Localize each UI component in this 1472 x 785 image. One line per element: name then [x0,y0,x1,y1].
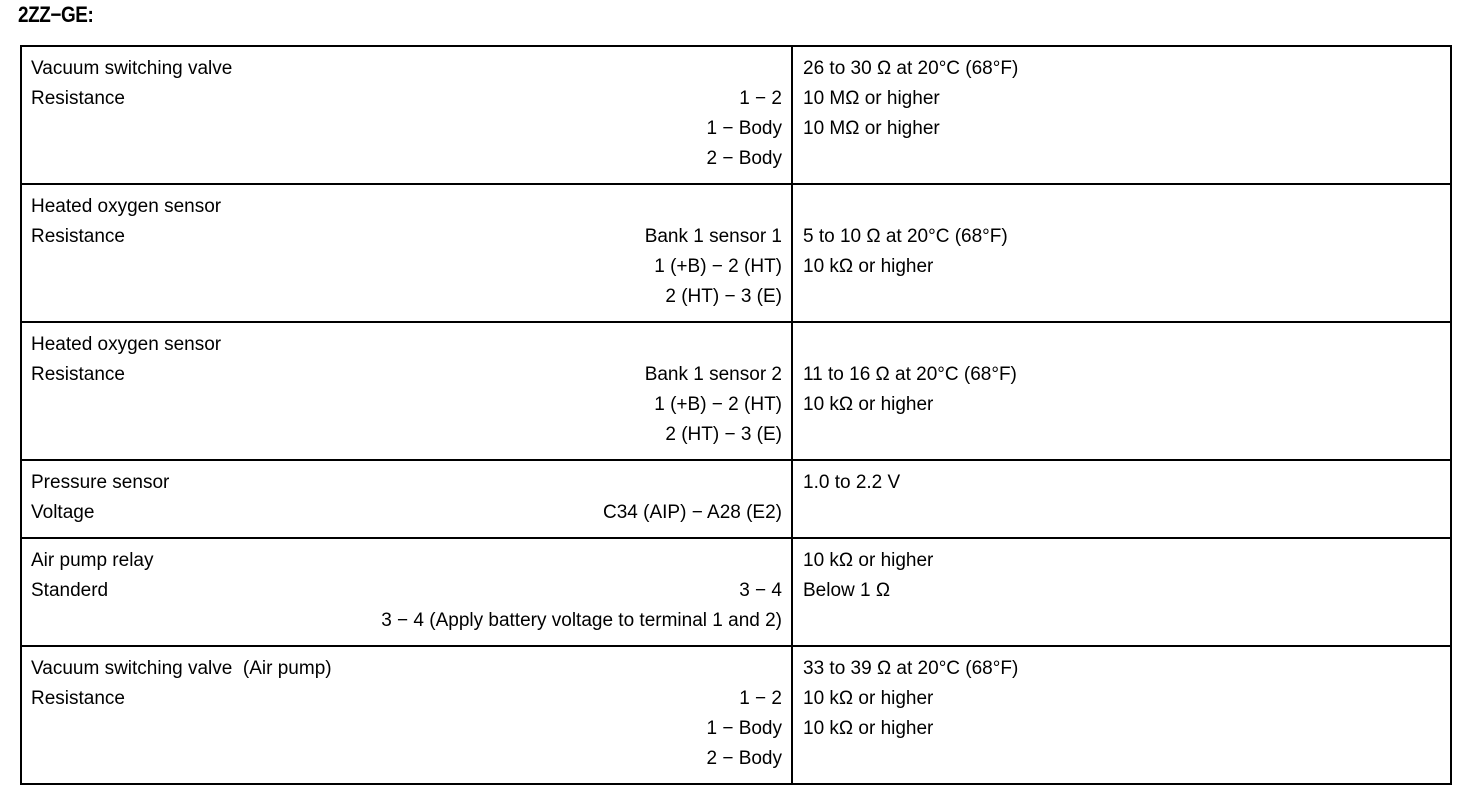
measure-terminal-row: Resistance 1 − 2 1 − Body 2 − Body [31,84,782,174]
terminal-list: Bank 1 sensor 1 1 (+B) − 2 (HT) 2 (HT) − 3… [645,222,782,312]
measure-terminal-row: Resistance Bank 1 sensor 2 1 (+B) − 2 (HT)… [31,360,782,450]
spec-value-content: 1.0 to 2.2 V [793,461,1450,507]
measurement-type-label: Resistance [31,688,125,709]
spec-item-heading: Air pump relay [31,550,154,571]
spec-value: 10 kΩ or higher [803,394,934,415]
spec-value-cell: 1.0 to 2.2 V [791,459,1452,539]
value-spacer [803,192,1441,222]
spec-value: 11 to 16 Ω at 20°C (68°F) [803,364,1017,385]
terminal-list: Bank 1 sensor 2 1 (+B) − 2 (HT) 2 (HT) − 3… [645,360,782,450]
terminal-designation: 1 − 2 [739,688,782,709]
terminal-designation: 3 − 4 (Apply battery voltage to terminal… [381,610,782,631]
spec-value: 10 MΩ or higher [803,118,940,139]
spec-value: 10 kΩ or higher [803,256,934,277]
spec-value: 10 kΩ or higher [803,688,934,709]
terminal-list: 1 − 2 1 − Body 2 − Body [706,684,782,774]
spec-value-stack: 5 to 10 Ω at 20°C (68°F) 10 kΩ or higher [803,192,1441,282]
terminal-list: C34 (AIP) − A28 (E2) [603,498,782,528]
terminal-designation: 3 − 4 [739,580,782,601]
spec-value: 10 MΩ or higher [803,88,940,109]
terminal-designation: Bank 1 sensor 1 [644,226,782,247]
engine-title: 2ZZ−GE: [18,2,94,27]
spec-item-cell: Vacuum switching valve (Air pump) Resista… [20,645,793,785]
spec-item-heading: Vacuum switching valve [31,58,233,79]
spec-value: 33 to 39 Ω at 20°C (68°F) [803,658,1019,679]
terminal-list: 3 − 4 3 − 4 (Apply battery voltage to ter… [381,576,782,636]
spec-value-content: 33 to 39 Ω at 20°C (68°F) 10 kΩ or higher… [793,647,1450,753]
terminal-designation: 2 − Body [706,748,782,769]
table-row: Vacuum switching valve (Air pump) Resista… [20,645,1452,785]
measurement-type-label: Standerd [31,580,109,601]
spec-value-content: 26 to 30 Ω at 20°C (68°F) 10 MΩ or higher… [793,47,1450,153]
terminal-designation: 1 (+B) − 2 (HT) [654,394,782,415]
terminal-designation: 2 (HT) − 3 (E) [665,424,782,445]
spec-item-content: Vacuum switching valve (Air pump) Resista… [22,647,791,783]
spec-value-cell: 11 to 16 Ω at 20°C (68°F) 10 kΩ or higher [791,321,1452,461]
terminal-designation: 2 (HT) − 3 (E) [665,286,782,307]
spec-value: 5 to 10 Ω at 20°C (68°F) [803,226,1008,247]
terminal-designation: C34 (AIP) − A28 (E2) [603,502,782,523]
terminal-designation: 2 − Body [706,148,782,169]
terminal-list: 1 − 2 1 − Body 2 − Body [706,84,782,174]
spec-value: 10 kΩ or higher [803,718,934,739]
spec-item-heading: Vacuum switching valve (Air pump) [31,658,332,679]
measurement-type-label: Resistance [31,364,125,385]
measurement-type-label: Voltage [31,502,95,523]
measure-terminal-row: Standerd 3 − 4 3 − 4 (Apply battery voltag… [31,576,782,636]
measure-terminal-row: Resistance Bank 1 sensor 1 1 (+B) − 2 (HT)… [31,222,782,312]
measure-terminal-row: Resistance 1 − 2 1 − Body 2 − Body [31,684,782,774]
spec-value-cell: 5 to 10 Ω at 20°C (68°F) 10 kΩ or higher [791,183,1452,323]
spec-value-cell: 26 to 30 Ω at 20°C (68°F) 10 MΩ or higher… [791,45,1452,185]
spec-item-heading: Pressure sensor [31,472,170,493]
spec-value-cell: 33 to 39 Ω at 20°C (68°F) 10 kΩ or higher… [791,645,1452,785]
spec-item-heading: Heated oxygen sensor [31,196,222,217]
spec-value-stack: 26 to 30 Ω at 20°C (68°F) 10 MΩ or higher… [803,54,1441,144]
spec-value-stack: 11 to 16 Ω at 20°C (68°F) 10 kΩ or higher [803,330,1441,420]
terminal-designation: 1 (+B) − 2 (HT) [654,256,782,277]
spec-value-content: 11 to 16 Ω at 20°C (68°F) 10 kΩ or higher [793,323,1450,429]
spec-value: 10 kΩ or higher [803,550,934,571]
value-spacer [803,330,1441,360]
measurement-type-label: Resistance [31,226,125,247]
spec-value-stack: 33 to 39 Ω at 20°C (68°F) 10 kΩ or higher… [803,654,1441,744]
terminal-designation: 1 − Body [706,118,782,139]
spec-item-heading: Heated oxygen sensor [31,334,222,355]
measure-terminal-row: Voltage C34 (AIP) − A28 (E2) [31,498,782,528]
spec-value-stack: 1.0 to 2.2 V [803,468,1441,498]
spec-value: 1.0 to 2.2 V [803,472,901,493]
terminal-designation: 1 − 2 [739,88,782,109]
spec-value: 26 to 30 Ω at 20°C (68°F) [803,58,1019,79]
measurement-type-label: Resistance [31,88,125,109]
terminal-designation: 1 − Body [706,718,782,739]
spec-value-content: 5 to 10 Ω at 20°C (68°F) 10 kΩ or higher [793,185,1450,291]
terminal-designation: Bank 1 sensor 2 [644,364,782,385]
spec-value: Below 1 Ω [803,580,891,601]
